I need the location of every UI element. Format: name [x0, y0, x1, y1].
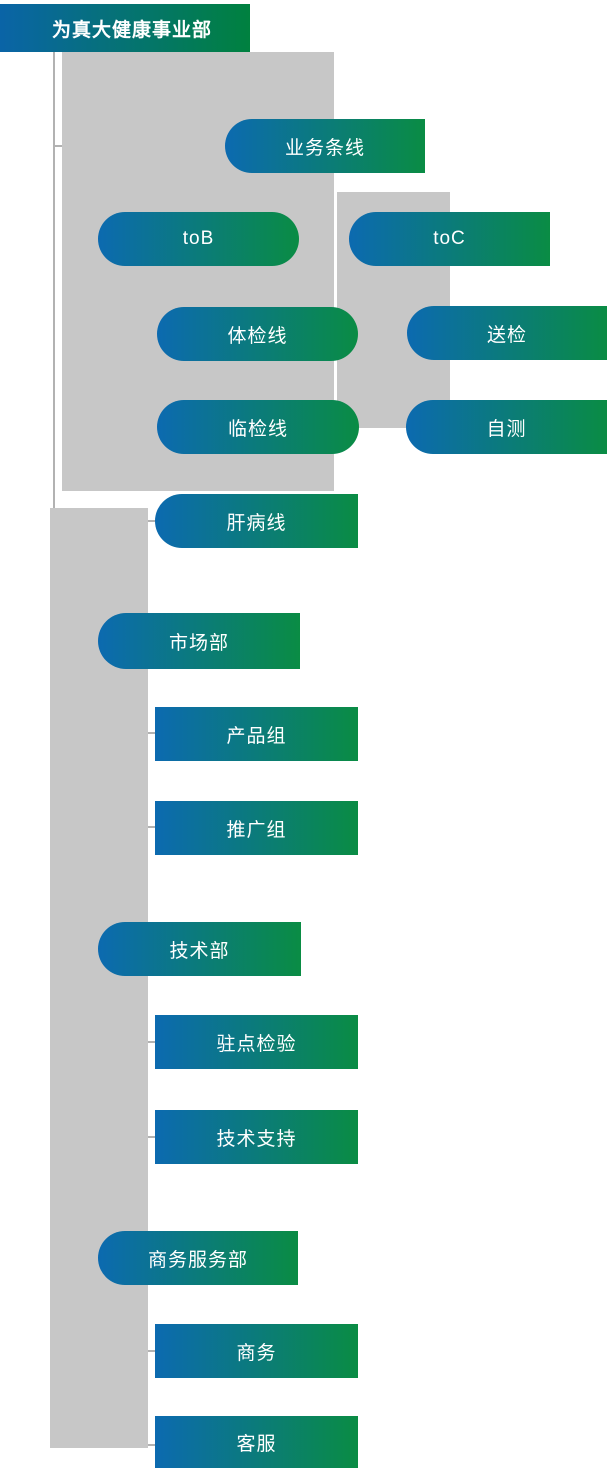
connector-tick-tuiguangzu: [148, 826, 155, 828]
org-node-shangwufuwubu: 商务服务部: [98, 1231, 298, 1285]
org-node-shichangbu: 市场部: [98, 613, 300, 669]
org-node-zhudianjianyan: 驻点检验: [155, 1015, 358, 1069]
org-node-yewutiaoxian: 业务条线: [225, 119, 425, 173]
org-node-tijianxian: 体检线: [157, 307, 358, 361]
org-node-ganbingxian: 肝病线: [155, 494, 358, 548]
org-node-tuiguangzu: 推广组: [155, 801, 358, 855]
org-node-zice: 自测: [406, 400, 607, 454]
connector-tick-ganbingxian: [148, 520, 155, 522]
root-node-label: 为真大健康事业部: [52, 19, 213, 41]
connector-tick-shangwu: [148, 1350, 155, 1352]
org-node-toc: toC: [349, 212, 550, 266]
root-node-header: 为真大健康事业部: [0, 4, 250, 52]
connector-tick-kefu: [148, 1444, 155, 1446]
org-node-songjian: 送检: [407, 306, 607, 360]
org-node-jishuzhichi: 技术支持: [155, 1110, 358, 1164]
org-node-chanpinzu: 产品组: [155, 707, 358, 761]
connector-tick-chanpinzu: [148, 732, 155, 734]
connector-tick-business-line: [53, 145, 62, 147]
connector-tick-jishuzhichi: [148, 1136, 155, 1138]
org-node-linjianxian: 临检线: [157, 400, 359, 454]
org-node-tob: toB: [98, 212, 299, 266]
org-node-shangwu: 商务: [155, 1324, 358, 1378]
connector-spine-line: [53, 52, 55, 508]
org-node-kefu: 客服: [155, 1416, 358, 1468]
connector-tick-zhudianjianyan: [148, 1041, 155, 1043]
org-node-jishubu: 技术部: [98, 922, 301, 976]
